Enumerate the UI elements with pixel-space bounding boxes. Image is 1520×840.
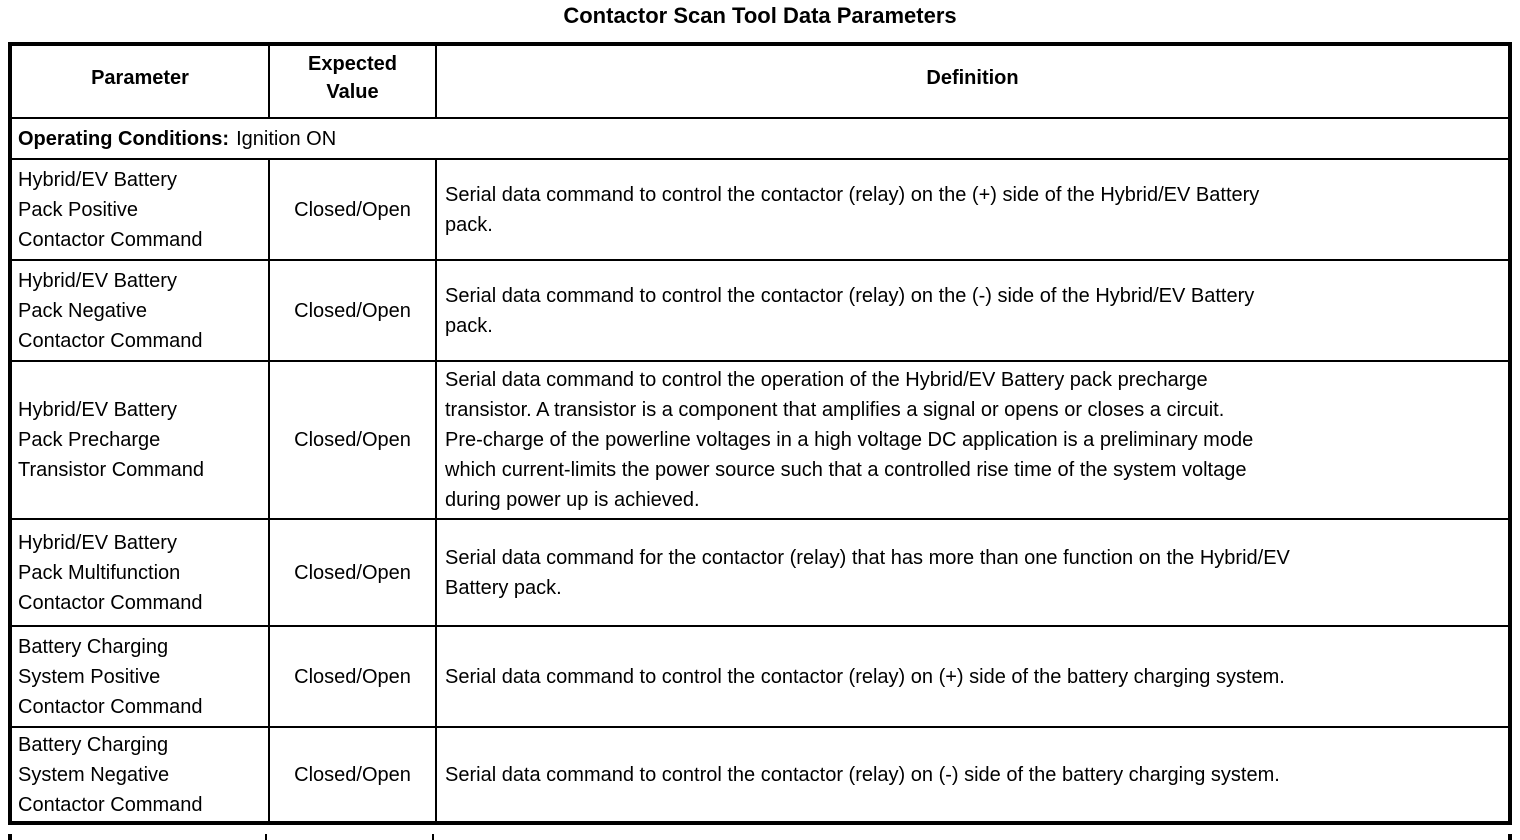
definition-cell: Serial data command for the contactor (r… (435, 518, 1511, 627)
table-border-sliver (1508, 834, 1512, 840)
operating-conditions-value: Ignition ON (236, 127, 337, 150)
table-header-row: Parameter Expected Value Definition (9, 43, 1511, 119)
table-row: Hybrid/EV Battery Pack Multifunction Con… (9, 518, 1511, 627)
page-title: Contactor Scan Tool Data Parameters (563, 3, 957, 28)
parameter-cell: Battery Charging System Negative Contact… (9, 726, 270, 824)
column-header-parameter: Parameter (9, 43, 270, 119)
expected-value-cell: Closed/Open (268, 158, 437, 261)
expected-value-cell: Closed/Open (268, 726, 437, 824)
column-header-definition: Definition (435, 43, 1511, 119)
operating-conditions-label: Operating Conditions: (18, 127, 230, 150)
parameter-cell: Hybrid/EV Battery Pack Precharge Transis… (9, 360, 270, 520)
table-border-sliver (8, 834, 12, 840)
parameter-cell: Battery Charging System Positive Contact… (9, 625, 270, 728)
definition-cell: Serial data command to control the conta… (435, 625, 1511, 728)
parameter-cell: Hybrid/EV Battery Pack Positive Contacto… (9, 158, 270, 261)
parameter-cell: Hybrid/EV Battery Pack Multifunction Con… (9, 518, 270, 627)
table-row: Hybrid/EV Battery Pack Precharge Transis… (9, 360, 1511, 520)
table-border-sliver (432, 834, 434, 840)
table-row: Battery Charging System Negative Contact… (9, 726, 1511, 824)
table-border-sliver (265, 834, 267, 840)
definition-cell: Serial data command to control the conta… (435, 158, 1511, 261)
column-header-expected-value: Expected Value (268, 43, 437, 119)
table-row: Hybrid/EV Battery Pack Negative Contacto… (9, 259, 1511, 362)
parameter-cell: Hybrid/EV Battery Pack Negative Contacto… (9, 259, 270, 362)
table-row: Hybrid/EV Battery Pack Positive Contacto… (9, 158, 1511, 261)
expected-value-cell: Closed/Open (268, 625, 437, 728)
table-row: Battery Charging System Positive Contact… (9, 625, 1511, 728)
expected-value-cell: Closed/Open (268, 518, 437, 627)
expected-value-cell: Closed/Open (268, 360, 437, 520)
operating-conditions-row: Operating Conditions: Ignition ON (9, 117, 1511, 160)
definition-cell: Serial data command to control the opera… (435, 360, 1511, 520)
definition-cell: Serial data command to control the conta… (435, 259, 1511, 362)
definition-cell: Serial data command to control the conta… (435, 726, 1511, 824)
operating-conditions-cell: Operating Conditions: Ignition ON (9, 117, 1511, 160)
scan-tool-data-table: Parameter Expected Value Definition Oper… (8, 42, 1512, 825)
expected-value-cell: Closed/Open (268, 259, 437, 362)
